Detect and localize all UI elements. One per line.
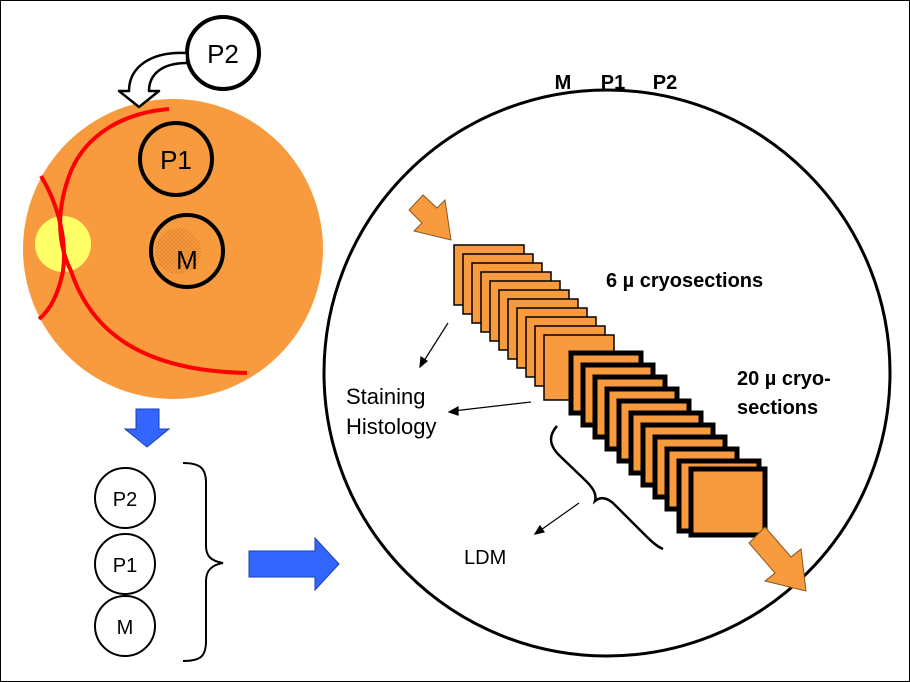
eye-p1-circle: P1	[138, 121, 214, 197]
eye-m-circle: M	[149, 213, 225, 289]
arrow-to-histology-head	[447, 405, 459, 416]
eye-p1-label: P1	[160, 145, 192, 175]
arrow-to-ldm	[537, 502, 580, 533]
orange-exit-arrow	[748, 526, 807, 592]
sample-p2: P2	[94, 467, 156, 529]
blue-down-arrow	[123, 408, 171, 448]
staining-label: Staining	[346, 384, 426, 409]
sample-m: M	[94, 595, 156, 657]
eye-p2-circle: P2	[185, 15, 261, 91]
arrow-to-ldm-head	[533, 524, 545, 535]
macula	[155, 228, 201, 274]
sample-m-label: M	[117, 617, 134, 639]
arrow-to-staining-head	[419, 355, 428, 369]
thin-sections-stack	[453, 244, 615, 401]
sample-brace	[182, 462, 224, 662]
arrow-to-histology	[452, 401, 532, 412]
vessel-lower	[37, 174, 67, 321]
sample-p1-label: P1	[113, 555, 137, 577]
arrow-to-staining	[421, 322, 449, 365]
sample-p1: P1	[94, 533, 156, 595]
thick-sections-label-2: sections	[737, 397, 818, 419]
histology-label: Histology	[346, 414, 436, 439]
eye-p2-label: P2	[207, 39, 239, 69]
sample-p2-label: P2	[113, 489, 137, 511]
ldm-label: LDM	[464, 547, 506, 569]
thick-sections-stack	[568, 350, 768, 538]
header-p2: P2	[653, 72, 677, 94]
thin-sections-label: 6 µ cryosections	[606, 270, 763, 292]
ldm-brace	[549, 425, 664, 551]
eye-m-label: M	[176, 245, 198, 275]
panel-header: M P1 P2	[555, 72, 678, 94]
pointer-arrows	[419, 322, 580, 535]
blue-right-arrow	[248, 536, 340, 592]
thick-sections-label-1: 20 µ cryo-	[737, 368, 831, 390]
orange-entry-arrow	[408, 194, 452, 241]
curved-arrow	[117, 51, 189, 109]
header-m: M	[555, 72, 572, 94]
header-p1: P1	[601, 72, 625, 94]
eye-fundus: P1 M	[23, 99, 323, 399]
